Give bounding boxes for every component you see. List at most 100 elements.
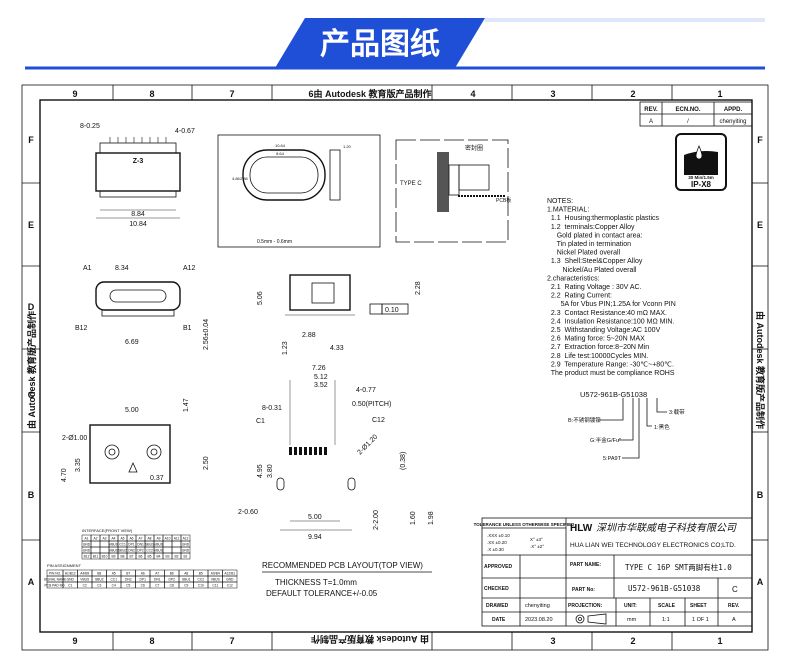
column-label: 1 [717, 636, 722, 646]
column-label: 8 [149, 89, 154, 99]
table-cell: B11 [93, 555, 99, 559]
dim-label: 10.64 [275, 143, 286, 148]
dim-label: 1.47 [183, 398, 190, 412]
table-cell: DN2 [128, 549, 135, 553]
table-cell: A2 [93, 537, 97, 541]
note-line: 2.7 Extraction force:8~20N Min [547, 344, 649, 351]
sheet-value: 1 OF 1 [692, 617, 709, 623]
table-cell: C2 [83, 584, 87, 588]
dim-label: 1.98 [428, 511, 435, 525]
dim-label: 1.20 [343, 144, 352, 149]
table-cell: C1 [68, 584, 72, 588]
bottom-watermark: 由 Autodesk 教育版产品制作 [311, 634, 429, 645]
pin-table-title: PIN ASSIGNMENT [47, 563, 82, 568]
notes: NOTES:1.MATERIAL: 1.1 Housing:thermoplas… [547, 198, 676, 377]
pcb-layout: 7.26 5.12 3.52 4-0.77 8-0.31 0.50(PITCH)… [238, 365, 435, 598]
table-cell: GND [226, 578, 234, 582]
dim-label: 3.80 [267, 464, 274, 478]
ecn-value: / [687, 119, 689, 125]
dim-label: 3.35 [75, 458, 82, 472]
dim-label: 4-0.77 [356, 387, 376, 394]
tolerance: .X ±0.30 [487, 547, 504, 552]
table-cell: PCB PAD NO. [44, 584, 65, 588]
part-no-label: PART No: [572, 587, 595, 593]
seal-ring-detail: 10.64 8.64 1.20 4.86 2.86 0.5mm - 0.6mm … [217, 134, 511, 248]
note-line: Gold plated in contact area: [547, 232, 642, 239]
dim-label: 1.60 [410, 511, 417, 525]
front-view: A1 8.34 A12 B12 B1 6.69 2.56±0.04 [75, 265, 210, 350]
drawed-label: DRAWED [486, 603, 509, 609]
dim-label: B12 [75, 325, 88, 332]
part-code-legend: 3:载带 [669, 408, 685, 416]
projection-symbol-icon [575, 613, 607, 625]
dim-label: 8-0.31 [262, 405, 282, 412]
note-line: 2.characteristics: [547, 275, 600, 282]
table-cell: SBU1 [182, 578, 191, 582]
dim-label: 8.34 [115, 265, 129, 272]
note-line: 2.5 Withstanding Voltage:AC 100V [547, 327, 661, 334]
part-code-legend: 5:PA9T [603, 456, 622, 462]
table-cell: B6 [138, 555, 142, 559]
dim-label: 2-2.00 [373, 510, 380, 530]
table-cell: B1 [183, 555, 187, 559]
company-name-en: HUA LIAN WEI TECHNOLOGY ELECTRONICS CO;L… [570, 542, 736, 549]
note-line: 1.2 terminals:Copper Alloy [547, 224, 635, 231]
table-cell: DP1 [128, 543, 135, 547]
dim-label: 0.37 [150, 475, 164, 482]
dim-label: 3.52 [314, 382, 328, 389]
table-cell: A1/B12 [65, 572, 76, 576]
dim-label: 4.33 [330, 345, 344, 352]
appd-header: APPD. [724, 107, 743, 113]
ecn-header: ECN.NO. [675, 107, 700, 113]
dim-label: 2.88 [302, 332, 316, 339]
dim-label: 2.86 [240, 176, 249, 181]
dim-label: A1 [83, 265, 92, 272]
rev-header: REV. [644, 107, 658, 113]
side-view: 5.06 2.28 0.10 2.88 1.23 4.33 [257, 274, 422, 355]
part-code-legend: B:不锈钢镀镍 [568, 416, 601, 424]
table-cell: DP1 [140, 578, 147, 582]
unit-label: UNIT: [624, 603, 637, 609]
scale-label: SCALE [658, 603, 676, 609]
left-watermark: 由 Autodesk 教育版产品制作 [26, 311, 37, 429]
dim-label: 5.12 [314, 374, 328, 381]
table-cell: A1 [84, 537, 88, 541]
table-cell: A6 [129, 537, 133, 541]
note-line: 1.1 Housing:thermoplastic plastics [547, 215, 660, 222]
note-line: 2.1 Rating Voltage : 30V AC. [547, 284, 642, 291]
table-cell: B5 [147, 555, 151, 559]
table-cell: A11 [174, 537, 180, 541]
dim-label: 8-0.25 [80, 123, 100, 130]
note-line: Nickel Plated overall [547, 250, 621, 257]
table-cell: GND [182, 549, 190, 553]
dim-label: 4-0.67 [175, 128, 195, 135]
company-name-cn: 深圳市华联威电子科技有限公司 [596, 522, 737, 534]
dim-label: (0.38) [400, 452, 407, 470]
table-cell: DP2 [137, 549, 144, 553]
dim-label: 6.69 [125, 339, 139, 346]
table-cell: A12/B1 [224, 572, 235, 576]
dim-label: 2-Ø1.20 [356, 434, 379, 457]
note-line: 2.8 Life test:10000Cycles MIN. [547, 353, 648, 360]
row-label: F [757, 135, 763, 145]
company-logo: HLW [570, 523, 593, 534]
dim-label: 1.23 [282, 341, 289, 355]
dim-label: 4.70 [61, 468, 68, 482]
table-cell: A12 [183, 537, 189, 541]
table-cell: DN1 [137, 543, 144, 547]
table-cell: A8 [147, 537, 151, 541]
page-title: 产品图纸 [320, 28, 440, 61]
table-cell: C5 [126, 584, 130, 588]
table-cell: B7 [126, 572, 130, 576]
tolerance: .XX ±0.20 [487, 540, 507, 545]
table-cell: A6 [141, 572, 145, 576]
bottom-view: 5.00 1.47 2-Ø1.00 3.35 4.70 0.37 2.50 [61, 398, 210, 484]
table-cell: C4 [112, 584, 116, 588]
table-cell: DN2 [125, 578, 132, 582]
table-cell: B8 [120, 555, 124, 559]
row-label: E [757, 220, 763, 230]
column-label: 7 [229, 636, 234, 646]
column-label: 3 [550, 89, 555, 99]
row-label: F [28, 135, 34, 145]
